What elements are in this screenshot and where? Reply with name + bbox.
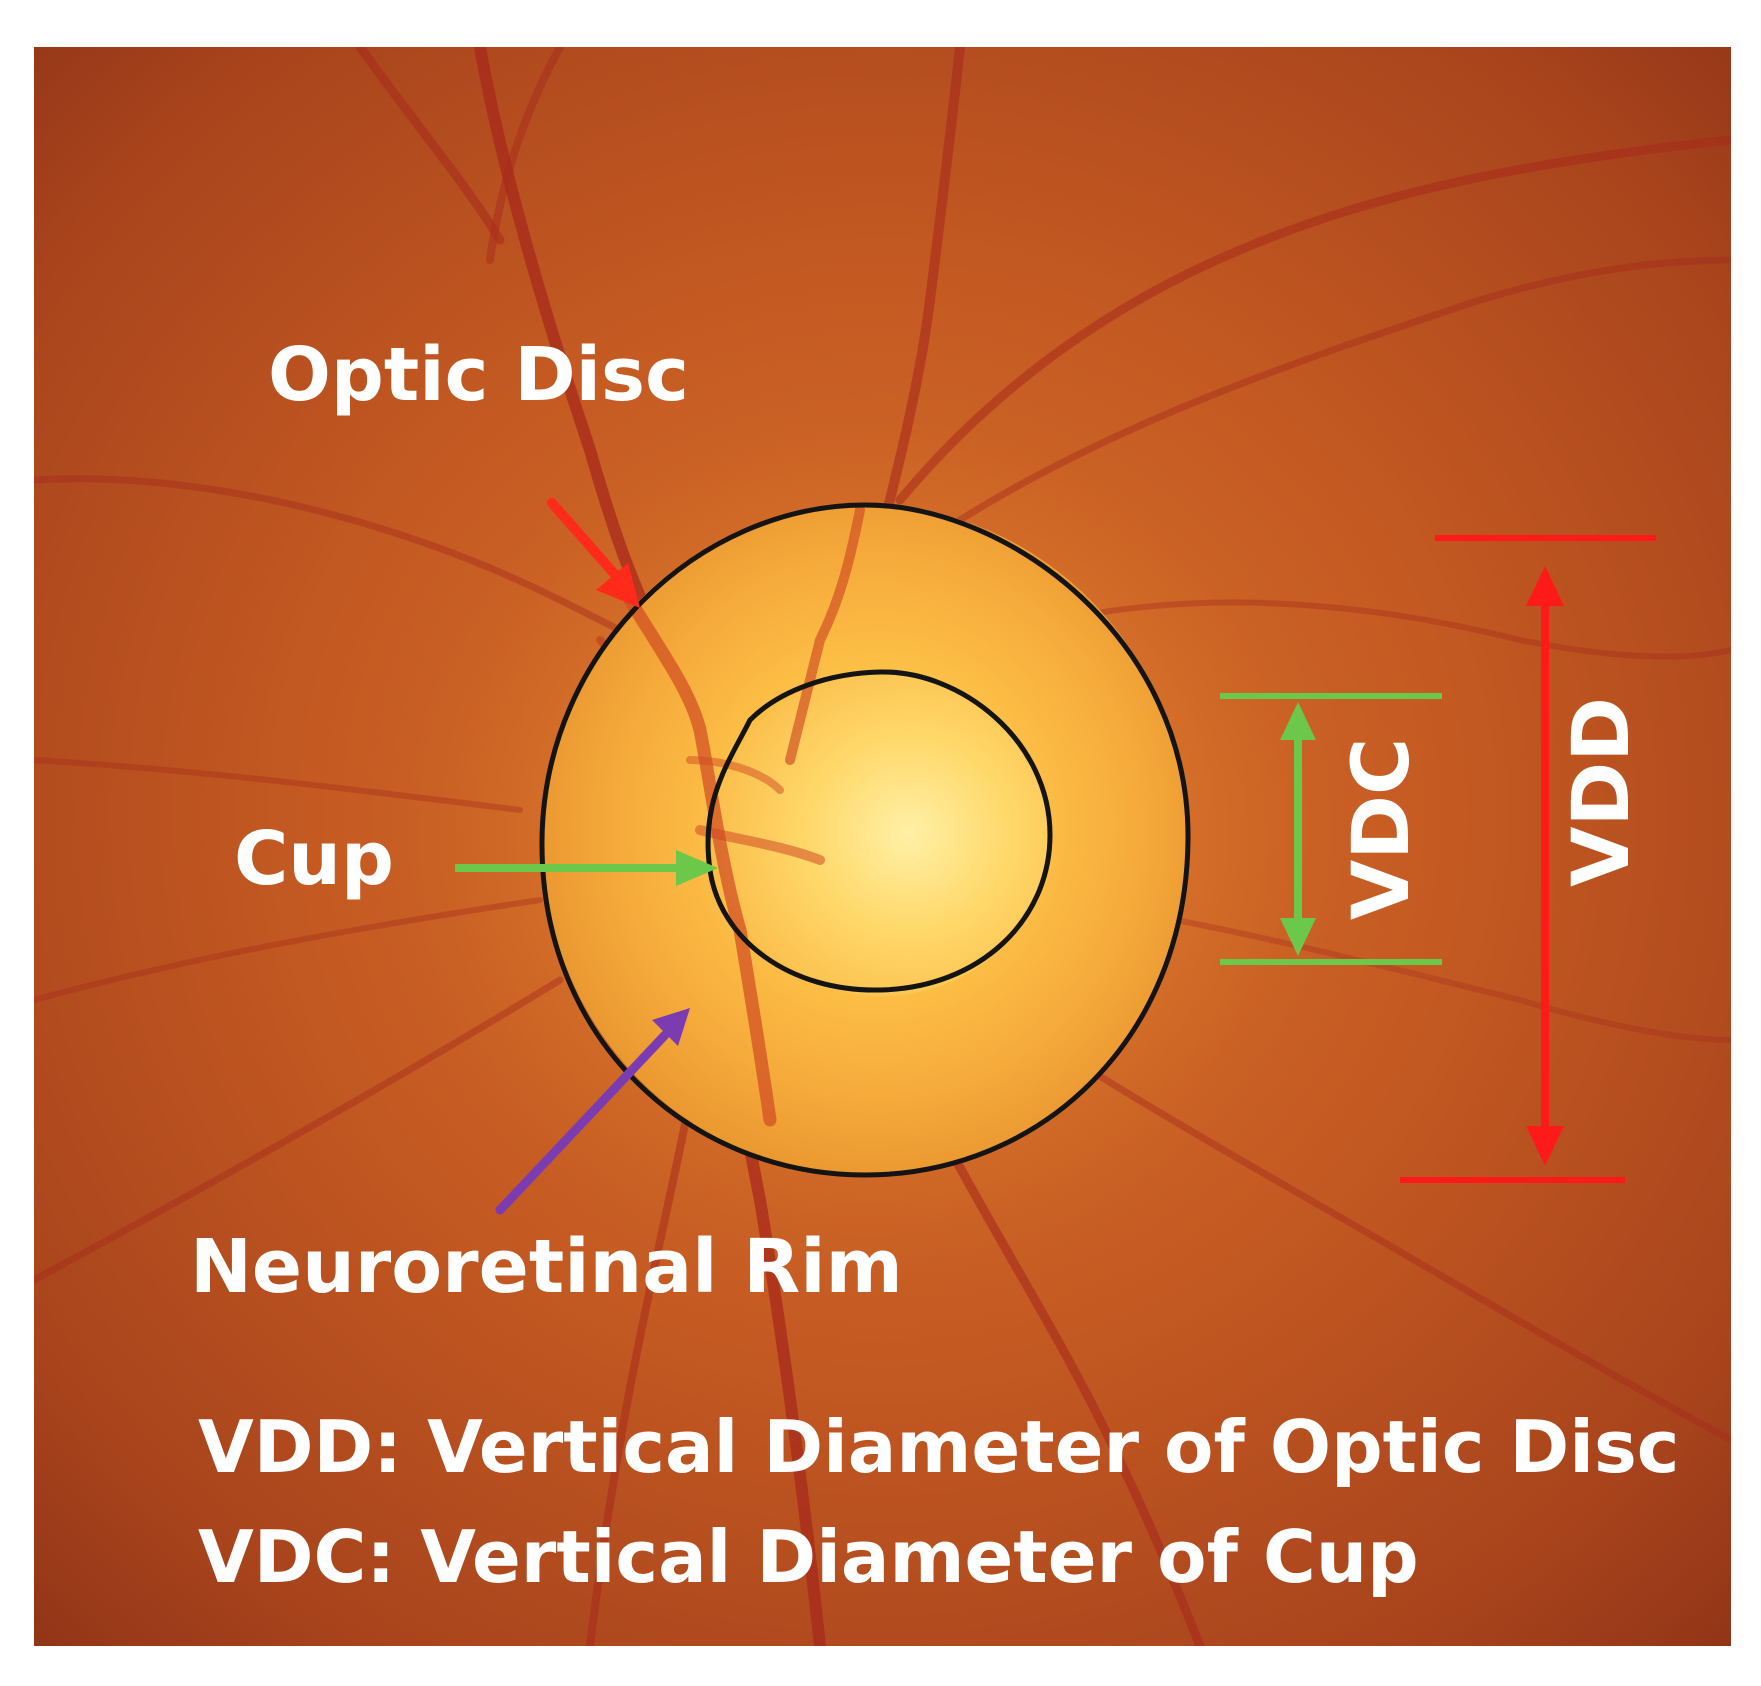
vdc-marker [1220,693,1442,965]
vdd-marker [1400,535,1656,1183]
cup-contour [705,669,1053,993]
optic-disc-contour [539,502,1191,1178]
vdc-label: VDC [1337,738,1427,920]
fundus-photo [34,47,1731,1646]
neuroretinal-rim-arrow [495,1008,690,1215]
cup-area [714,672,1050,996]
optic-disc-arrow [547,498,640,608]
vdc-definition: VDC: Vertical Diameter of Cup [198,1515,1419,1599]
optic-disc-label: Optic Disc [268,332,689,418]
disc-vessels [623,505,865,1127]
vdd-definition: VDD: Vertical Diameter of Optic Disc [198,1405,1679,1489]
cup-label: Cup [234,816,394,902]
neuroretinal-rim-label: Neuroretinal Rim [190,1224,903,1310]
vdd-label: VDD [1557,697,1647,887]
cup-arrow [455,850,718,886]
